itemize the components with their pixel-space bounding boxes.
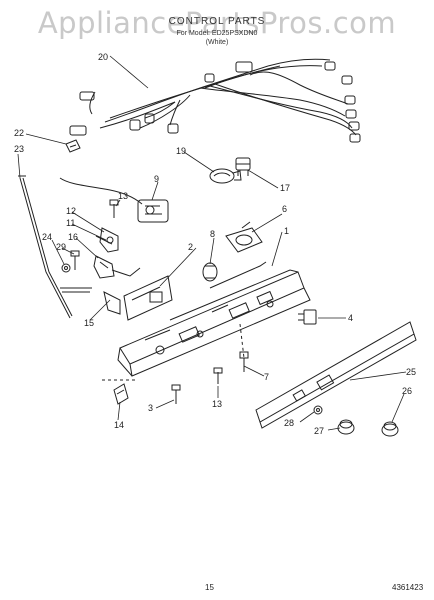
callout-2: 2 [188,242,194,252]
callout-1: 1 [284,226,290,236]
clip [65,139,81,153]
lamp-socket [235,157,251,176]
callout-8: 8 [210,229,216,239]
callout-28: 28 [284,418,295,428]
diagram-code: 4361423 [392,583,424,592]
callout-20: 20 [98,52,109,62]
screw [171,384,181,404]
callout-3: 3 [148,403,154,413]
control-panel-strip [255,321,417,429]
callout-27: 27 [314,426,325,436]
callout-4: 4 [348,313,354,323]
screw-set [60,250,92,293]
diagram-title: CONTROL PARTS [168,16,266,27]
screw [239,351,249,372]
mounting-bracket [103,291,121,315]
wiring-harness [69,58,361,143]
callout-15: 15 [84,318,95,328]
callout-26: 26 [402,386,413,396]
callout-24: 24 [42,232,53,242]
control-knob-stem [202,262,218,282]
callout-6: 6 [282,204,288,214]
callout-22: 22 [14,128,25,138]
clip [113,383,129,405]
control-housing [117,261,311,377]
callout-13-upper: 13 [118,191,129,201]
callout-23: 23 [14,144,25,154]
callout-19: 19 [176,146,187,156]
thermostat-bracket [95,227,119,253]
switch [298,309,317,325]
model-line: For Model: ED25PSXDN0 [176,30,258,37]
control-knob [381,421,399,437]
temperature-control [225,221,263,253]
callout-14: 14 [114,420,125,430]
screw [213,367,223,384]
screw [109,199,119,218]
callout-11: 11 [66,218,76,228]
callout-29: 29 [56,242,67,252]
callout-17: 17 [280,183,291,193]
control-knob [337,419,355,435]
control-mounting-plate [123,275,173,321]
variant-line: (White) [205,39,229,46]
leader-lines [17,55,407,431]
callout-13-lower: 13 [212,399,223,409]
light-bulb [209,168,242,184]
washer [313,405,323,415]
defrost-timer [59,177,169,223]
capillary-tube [18,175,73,319]
callout-25: 25 [406,367,417,377]
callout-9: 9 [154,174,160,184]
callout-12: 12 [66,206,77,216]
watermark-text: AppliancePartsPros.com [37,6,397,40]
thermostat [93,255,141,279]
callout-16: 16 [68,232,79,242]
page-number: 15 [205,583,214,592]
callout-7: 7 [264,372,270,382]
